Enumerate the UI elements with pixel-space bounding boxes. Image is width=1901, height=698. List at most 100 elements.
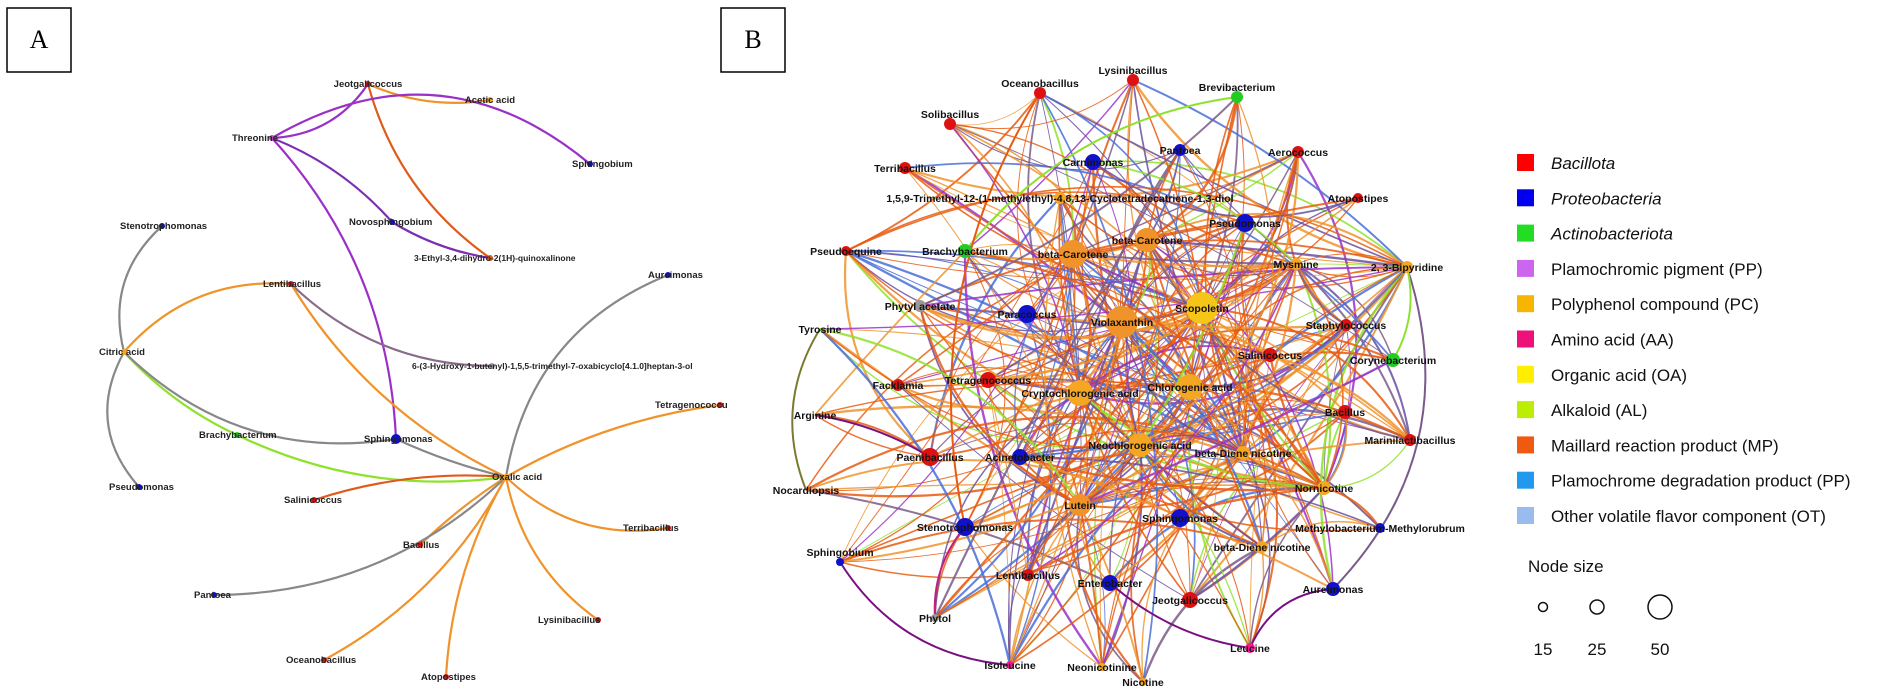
panel-b-node-label: Sphingobium	[806, 547, 873, 559]
panel-a-node-dot	[311, 497, 317, 503]
panel-b-node-label: Phytol	[919, 613, 951, 625]
panel-a-node-label: Bacillus	[403, 540, 439, 551]
panel-b-edge	[1189, 266, 1408, 601]
panel-b-edge	[845, 250, 1191, 388]
panel-a-node: Pantoea	[194, 590, 232, 601]
panel-a-node: Novosphingobium	[349, 217, 432, 228]
panel-b-edge	[839, 561, 1011, 666]
panel-b-edge	[1139, 411, 1346, 446]
panel-b-node-label: Neochlorogenic acid	[1088, 440, 1191, 452]
panel-a-edge	[313, 474, 507, 502]
panel-b-edge	[1242, 411, 1346, 454]
panel-b-edge	[1016, 92, 1081, 394]
panel-b-node-label: Cryptochlorogenic acid	[1021, 388, 1138, 400]
panel-a-edge	[395, 438, 507, 479]
panel-a-edge	[444, 476, 507, 678]
panel-b-node: Cryptochlorogenic acid	[1021, 380, 1139, 406]
panel-b-node: Paenibacillus	[896, 448, 964, 466]
panel-a-node: Aureimonas	[648, 270, 703, 281]
legend-item-label: Actinobacteriota	[1550, 225, 1673, 244]
panel-b-edge	[949, 79, 1134, 129]
panel-b-node-label: Isoleucine	[984, 660, 1036, 672]
panel-a-node-label: Sphingobium	[572, 159, 633, 170]
panel-b-node-dot	[956, 518, 974, 536]
panel-a-node: 6-(3-Hydroxy-1-butenyl)-1,5,5-trimethyl-…	[412, 361, 693, 371]
panel-b-edge	[1027, 263, 1297, 576]
panel-b-node-label: Arginine	[794, 410, 837, 422]
panel-b-edge	[1269, 353, 1411, 441]
panel-b-edge	[814, 414, 931, 458]
panel-b-node-dot	[1263, 348, 1277, 362]
panel-b-node-dot	[892, 379, 904, 391]
panel-b-edge	[1026, 313, 1251, 649]
panel-a-node-label: Lysinibacillus	[538, 615, 600, 626]
panel-b-edge	[1295, 263, 1344, 489]
panel-b-edge	[1079, 504, 1103, 668]
panel-b-edge	[934, 149, 1181, 619]
panel-b-node-dot	[944, 118, 956, 130]
panel-b-node: Paracoccus	[998, 305, 1057, 323]
panel-a-node-dot	[503, 474, 509, 480]
panel-b-edge	[843, 250, 931, 458]
panel-b-node-dot	[1326, 582, 1340, 596]
panel-a-node-label: Oceanobacillus	[286, 655, 356, 666]
panel-b-edge	[1242, 151, 1299, 454]
panel-b-node-dot	[1022, 569, 1034, 581]
panel-b-node-label: Paenibacillus	[896, 452, 963, 464]
panel-a-node-dot	[417, 542, 423, 548]
legend-swatch	[1517, 365, 1534, 383]
panel-b-node-label: Terribacillus	[874, 163, 936, 175]
panel-b-node: Brachybacterium	[922, 244, 1008, 258]
panel-a-node: Bacillus	[403, 540, 439, 551]
panel-b-node: beta-Carotene	[1112, 228, 1182, 252]
panel-a-edge	[505, 476, 669, 532]
panel-b-edge	[1146, 239, 1411, 441]
legend-swatch	[1517, 189, 1534, 207]
panel-a-node: Sphingobium	[572, 159, 633, 170]
panel-b-node-dot	[931, 614, 939, 622]
panel-b-edge	[1039, 92, 1075, 255]
legend-item-label: Bacillota	[1551, 154, 1615, 173]
panel-a-edge	[118, 225, 163, 353]
panel-b-edge	[1009, 504, 1081, 666]
panel-b-edge	[904, 167, 1203, 309]
panel-a-node-dot	[136, 484, 142, 490]
panel-a-edge	[504, 476, 599, 621]
panel-b-edge	[1249, 588, 1334, 649]
panel-b-node: Phytol	[919, 613, 951, 625]
panel-b-node-dot	[1236, 446, 1250, 460]
panel-b-node-dot	[1386, 353, 1400, 367]
panel-b-edge	[1146, 238, 1408, 269]
panel-b-node: Scopoletin	[1175, 292, 1229, 324]
panel-a-node-dot	[365, 81, 371, 87]
panel-b-node-label: Pantoea	[1160, 145, 1201, 157]
panel-b-edge	[1240, 222, 1325, 489]
panel-b-node: Sphingomonas	[1142, 509, 1218, 527]
panel-b-edge	[1137, 222, 1246, 446]
legend-item-label: Alkaloid (AL)	[1551, 401, 1647, 420]
panel-b-node-label: Pseudoequine	[810, 246, 882, 258]
panel-b-node-label: Atopostipes	[1328, 193, 1389, 205]
legend: BacillotaProteobacteriaActinobacteriotaP…	[1517, 154, 1851, 659]
panel-b-node: Brevibacterium	[1199, 82, 1275, 103]
panel-b-edge	[919, 96, 1238, 307]
legend-size-title: Node size	[1528, 557, 1604, 576]
panel-b-edge	[964, 307, 1203, 528]
panel-b-edge	[1295, 263, 1408, 268]
panel-b-edge	[897, 253, 1074, 386]
panel-b-edge	[1044, 197, 1103, 668]
legend-swatch	[1517, 154, 1534, 171]
legend-swatch	[1517, 259, 1534, 277]
panel-b-edge	[1039, 92, 1203, 309]
panel-b-node-dot	[1067, 380, 1093, 406]
panel-b-edge	[1121, 320, 1346, 413]
panel-a-edge	[323, 476, 507, 661]
panel-a-node: Threonine	[232, 133, 278, 144]
panel-b-edge	[814, 414, 931, 458]
panel-b-edge	[1072, 151, 1299, 255]
panel-b-node-dot	[1182, 592, 1198, 608]
legend-item-label: Proteobacteria	[1551, 189, 1662, 208]
panel-b-edge	[1146, 96, 1239, 242]
panel-b-node-label: Lentibacillus	[996, 570, 1060, 582]
panel-b-edge	[845, 186, 1408, 268]
